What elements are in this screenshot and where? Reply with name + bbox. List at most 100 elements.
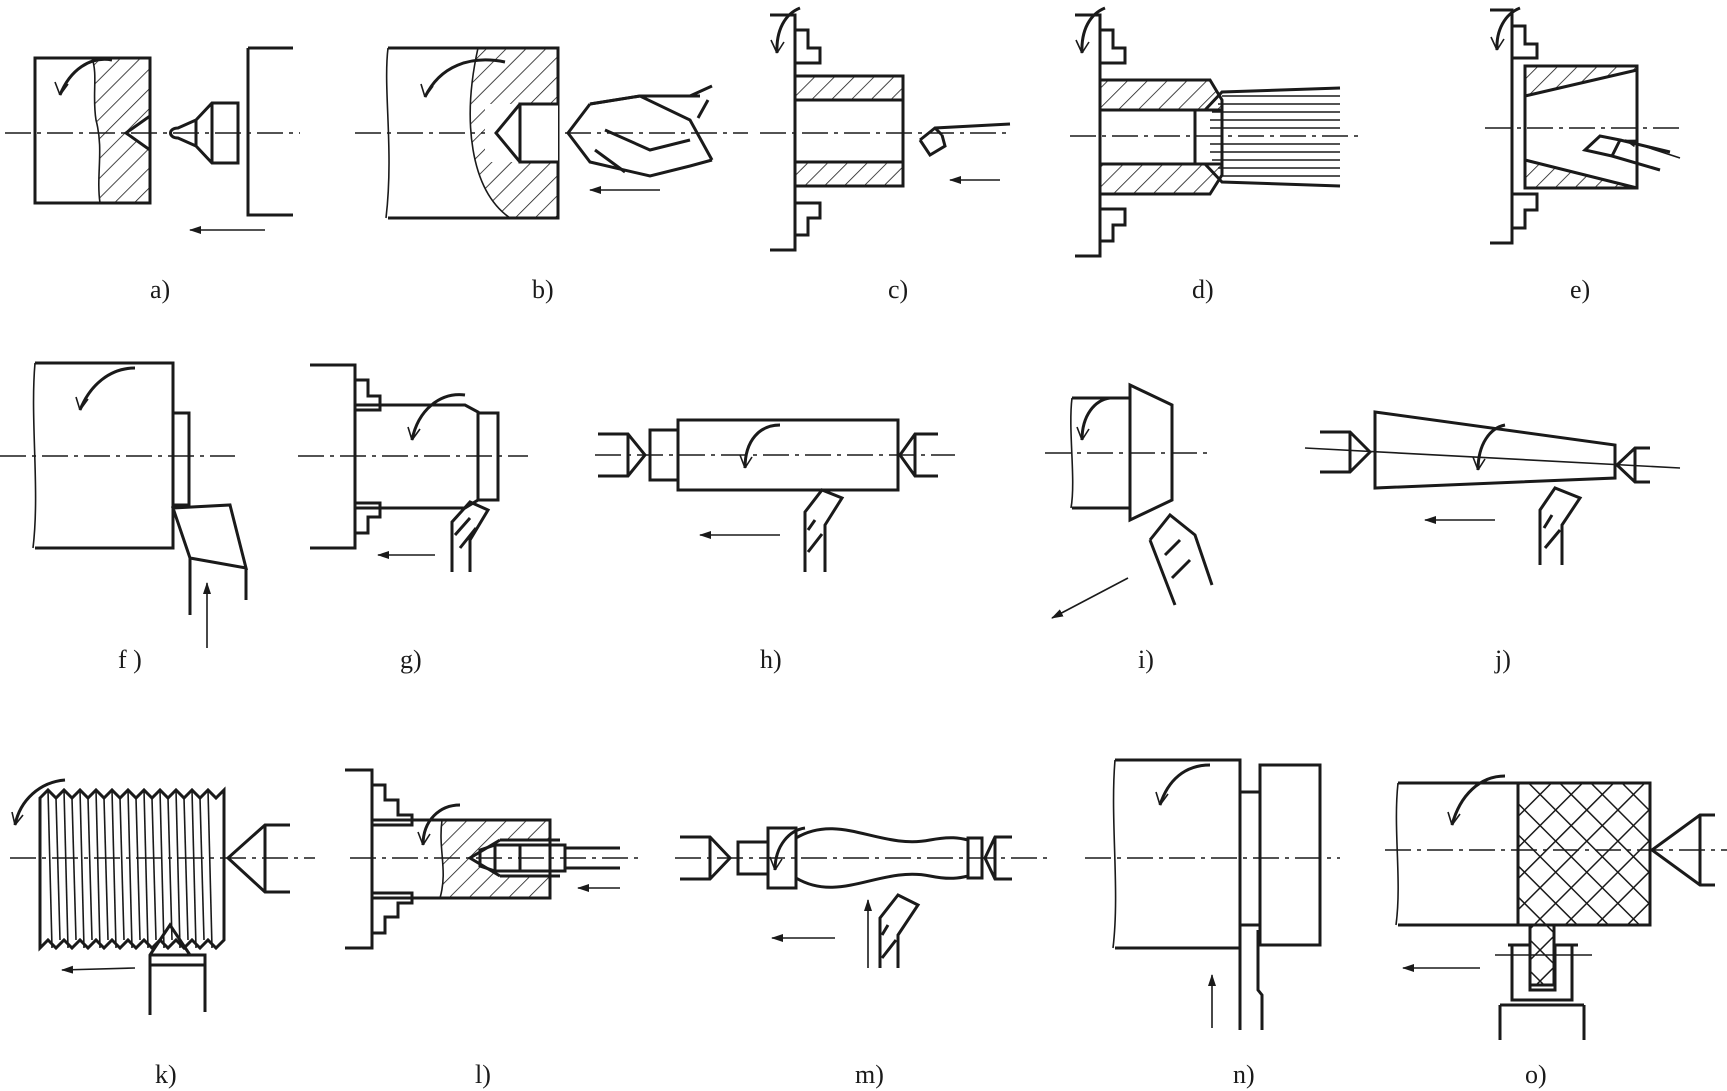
panel-label-a: a) (150, 275, 170, 304)
rotation-arrow-icon (58, 57, 113, 96)
panel-k-thread-cutting (10, 778, 315, 1015)
panel-label-h: h) (760, 645, 782, 674)
turning-tool-icon (1148, 512, 1214, 606)
rotation-arrow-icon (1450, 774, 1506, 826)
bore-outline (795, 98, 903, 164)
workpiece (1115, 758, 1242, 950)
chuck-jaws (310, 363, 382, 550)
headstock-center (1320, 430, 1373, 474)
taper-workpiece (1373, 410, 1617, 490)
panel-label-f: f ) (118, 645, 142, 674)
rotation-arrow-icon (1080, 396, 1111, 441)
panel-c-boring (760, 6, 1011, 252)
workpiece-collar (766, 826, 798, 890)
center-hole (123, 114, 151, 152)
panel-j-long-taper-turning (1304, 410, 1681, 565)
rotation-arrowhead (770, 39, 785, 54)
taper-bore (1524, 68, 1638, 190)
rotation-arrow-icon (1476, 423, 1506, 471)
rotation-arrowhead (1490, 36, 1505, 51)
workpiece-end (476, 411, 500, 502)
drilled-hole (494, 102, 558, 164)
panel-n-parting-off (1085, 758, 1340, 1030)
rotation-arrow-icon (423, 58, 506, 98)
panel-label-m: m) (855, 1060, 884, 1089)
chuck-jaws (345, 768, 414, 950)
rotation-arrow-icon (421, 803, 461, 846)
panel-f-facing (0, 361, 249, 648)
panel-label-g: g) (400, 645, 422, 674)
rotation-arrow-icon (410, 393, 466, 441)
tap-icon (478, 843, 620, 873)
section-boundary (469, 47, 511, 219)
panel-label-n: n) (1233, 1060, 1255, 1089)
rotation-arrow-icon (13, 778, 66, 826)
wall-section-bottom (1100, 164, 1222, 194)
tailstock-center (1614, 446, 1650, 484)
panel-e-taper-boring (1485, 6, 1681, 245)
rotation-arrowhead (1075, 39, 1090, 54)
break-line (385, 47, 390, 219)
rotation-arrowhead (1447, 811, 1461, 826)
wall-section-bottom (795, 162, 903, 186)
rotation-arrowhead (75, 396, 89, 411)
drill-shank (689, 84, 713, 119)
panel-label-b: b) (532, 275, 554, 304)
panel-o-knurling (1385, 774, 1727, 1040)
panel-g-shoulder-turning (298, 363, 528, 572)
parting-tool-icon (1238, 930, 1264, 1030)
facing-tool-icon (170, 503, 249, 615)
tailstock-center (983, 835, 1012, 881)
panel-label-c: c) (888, 275, 908, 304)
panel-label-d: d) (1192, 275, 1214, 304)
rotation-arrowhead (420, 83, 434, 98)
knurled-outline (1516, 781, 1652, 927)
headstock-center (680, 835, 733, 881)
workpiece-end (966, 836, 984, 880)
panel-label-j: j) (1494, 645, 1511, 674)
rotation-arrowhead (739, 454, 753, 469)
reamer-flutes (1210, 95, 1340, 177)
drill-bit-icon (566, 94, 713, 178)
boring-bar-icon (918, 122, 1011, 158)
feed-arrow-icon (1624, 139, 1681, 159)
tailstock-center (1649, 813, 1715, 887)
parted-piece (1258, 763, 1322, 947)
panel-h-turning-between-centers (595, 418, 955, 572)
rotation-arrowhead (407, 426, 421, 441)
panel-l-tapping (345, 768, 638, 950)
drill-flutes (589, 94, 714, 174)
wall-section-top (795, 76, 903, 100)
chuck-jaws (1490, 8, 1539, 245)
break-line (91, 57, 101, 204)
knurled-section (1518, 783, 1650, 925)
break-line (1112, 759, 1117, 949)
feed-arrow-icon (61, 965, 136, 974)
rotation-arrow-icon (743, 423, 781, 469)
threading-tool-icon (148, 922, 207, 1015)
rotation-arrow-icon (1080, 6, 1106, 54)
rotation-arrow-icon (1495, 6, 1521, 51)
rotation-arrow-icon (1158, 763, 1211, 806)
tailstock-quill (246, 46, 293, 217)
panel-label-i: i) (1138, 645, 1154, 674)
rotation-arrow-icon (78, 366, 136, 411)
form-tool-icon (878, 893, 921, 968)
rotation-arrowhead (11, 811, 24, 826)
taper-section (1128, 382, 1174, 523)
panel-label-o: o) (1525, 1060, 1547, 1089)
rotation-arrowhead (1472, 456, 1486, 471)
feed-arrow-icon (1051, 577, 1129, 619)
workpiece-section (92, 58, 150, 203)
headstock-center (598, 432, 647, 478)
panel-i-short-taper-turning (1045, 382, 1214, 619)
tailstock-center (898, 432, 938, 478)
rotation-arrowhead (769, 856, 783, 871)
thread-lines (47, 789, 213, 949)
turning-tool-icon (450, 500, 491, 572)
break-line (1070, 397, 1074, 509)
panel-a-center-drilling (5, 46, 300, 234)
panel-m-form-turning (675, 826, 1050, 968)
turning-tool-icon (803, 488, 845, 572)
rotation-arrowhead (417, 831, 431, 846)
